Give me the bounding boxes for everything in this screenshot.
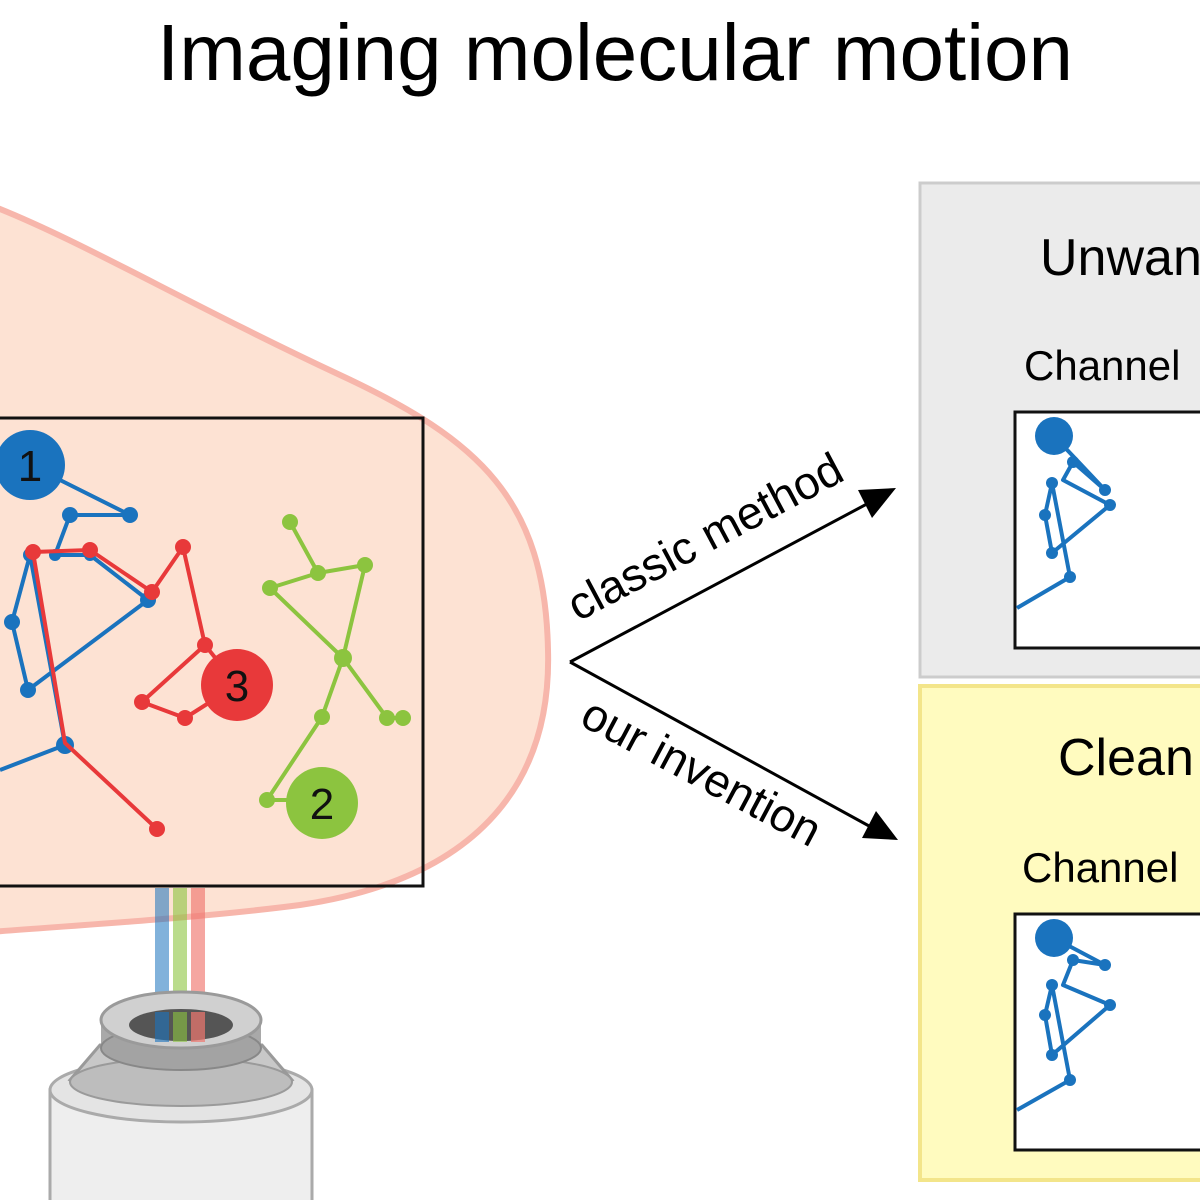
bottom-panel-title: Clean [1058, 729, 1194, 787]
field-of-view-box [0, 416, 425, 888]
top-panel-title: Unwan [1040, 229, 1200, 287]
bottom-result-panel: Clean Channel [918, 684, 1200, 1182]
molecule-1-marker: 1 [0, 430, 65, 500]
molecule-2-marker: 2 [286, 767, 358, 839]
bottom-panel-channel-label: Channel [1022, 844, 1178, 891]
arrows: classic method our invention [558, 442, 898, 856]
molecule-2-trajectory [259, 514, 411, 808]
svg-text:2: 2 [310, 780, 334, 829]
top-channel-trajectory [1015, 417, 1116, 610]
svg-text:3: 3 [225, 662, 249, 711]
molecule-3-marker: 3 [201, 649, 273, 721]
red-path-points [25, 539, 213, 837]
lower-arrow-head [862, 811, 898, 840]
green-path-points [259, 514, 411, 808]
cell-body [0, 205, 552, 935]
figure-title: Imaging molecular motion [157, 8, 1073, 97]
red-path [31, 545, 239, 831]
bottom-channel-trajectory [1016, 919, 1116, 1112]
upper-arrow-head [858, 488, 896, 518]
top-panel-channel-label: Channel [1024, 342, 1180, 389]
svg-text:1: 1 [18, 442, 42, 491]
lower-arrow-label: our invention [573, 687, 830, 857]
microscope-objective-icon [48, 990, 314, 1200]
top-result-panel: Unwan Channel [918, 181, 1200, 679]
